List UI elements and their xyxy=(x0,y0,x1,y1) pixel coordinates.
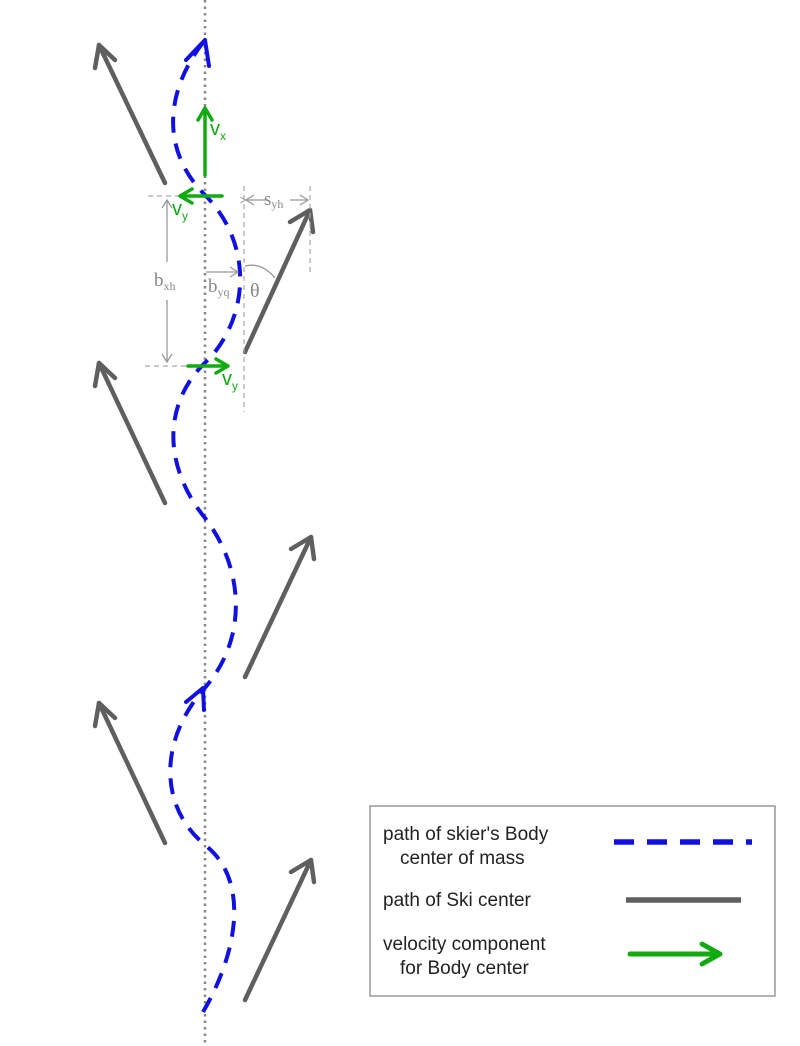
ski-segment-left-2 xyxy=(92,360,168,506)
ski-segment-right-1 xyxy=(242,207,316,355)
legend-item-body-path-text: path of skier's Body center of mass xyxy=(383,824,554,869)
ski-segment-right-2 xyxy=(242,534,317,680)
b-yq-dimension xyxy=(206,266,240,278)
ski-segment-right-3 xyxy=(242,857,317,1003)
vy-bottom-label: vy xyxy=(222,368,238,393)
vx-label: vx xyxy=(210,118,226,143)
legend-item-velocity-text: velocity component for Body center xyxy=(383,934,551,979)
legend-green-arrow-icon xyxy=(627,941,723,967)
s-yh-label: syh xyxy=(264,189,283,211)
s-yh-dimension xyxy=(246,194,310,206)
velocity-vy-bottom-arrow xyxy=(186,357,230,375)
b-xh-dimension xyxy=(161,198,173,364)
theta-label: θ xyxy=(250,280,260,302)
body-path-midarrow xyxy=(184,686,206,712)
velocity-vy-top-arrow xyxy=(178,187,224,205)
legend-item-ski-path-text: path of Ski center xyxy=(383,890,532,911)
ski-path-segments xyxy=(92,42,317,1003)
velocity-vx-arrow xyxy=(196,106,214,177)
body-path-arrowhead xyxy=(184,38,211,68)
vy-top-label: vy xyxy=(172,198,188,223)
legend: path of skier's Body center of mass path… xyxy=(369,805,776,997)
ski-segment-left-1 xyxy=(92,42,168,186)
theta-arc xyxy=(244,264,276,279)
b-yq-label: byq xyxy=(208,276,230,299)
ski-segment-left-3 xyxy=(92,700,168,846)
b-xh-label: bxh xyxy=(154,270,176,293)
